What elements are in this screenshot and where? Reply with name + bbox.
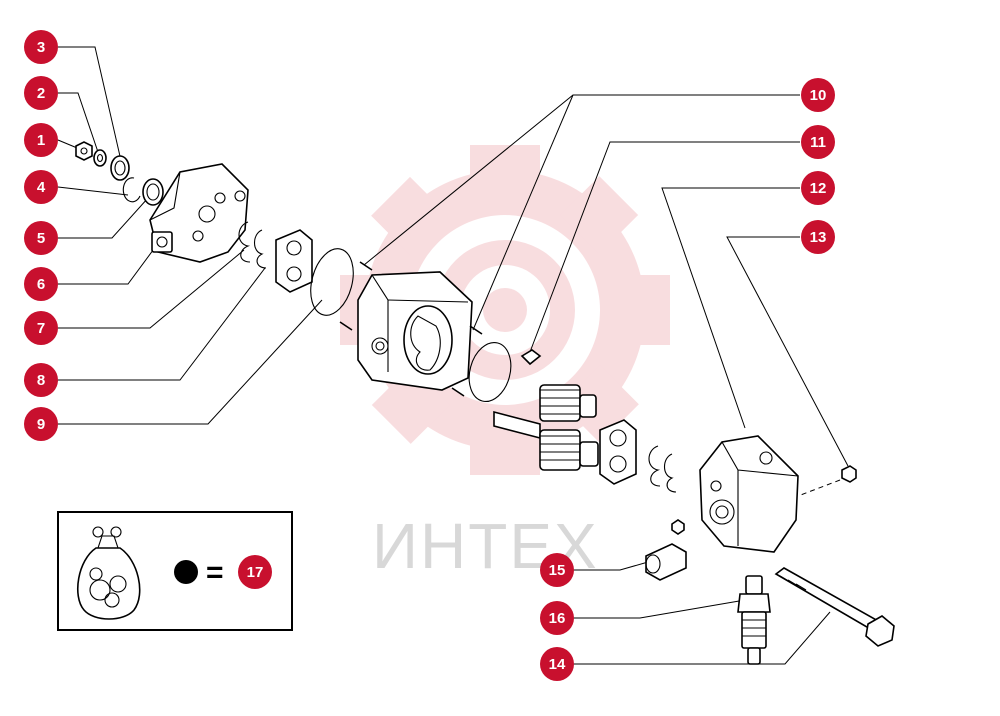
part-plug-screw [797,465,857,497]
callout-number: 4 [37,179,46,196]
part-seal-ring-rear [648,445,677,493]
part-valve-fitting [737,575,771,665]
callout-badges: 3 2 1 4 5 6 7 8 [24,30,835,681]
callout-badge-14: 14 [540,647,574,681]
part-shaft-seal [142,178,164,206]
part-cap-plug [645,543,687,581]
callout-number: 7 [37,320,45,337]
part-nut [75,141,93,161]
part-small-screw [671,519,685,535]
dot-icon [174,560,198,584]
callout-badge-6: 6 [24,267,58,301]
part-o-ring-front [310,248,354,316]
part-pump-body [357,271,473,391]
callout-badge-15: 15 [540,553,574,587]
callout-badge-10: 10 [801,78,835,112]
callout-badge-17: 17 [238,555,272,589]
callout-badge-12: 12 [801,171,835,205]
callout-number: 8 [37,372,45,389]
part-snap-ring [122,177,141,203]
callout-badge-7: 7 [24,311,58,345]
seal-kit-bag-icon [76,526,141,620]
part-bolt [774,567,895,647]
part-seal-ring [238,221,267,269]
part-drive-gear [539,384,597,422]
callout-number: 1 [37,132,45,149]
callout-number: 2 [37,85,45,102]
callout-badge-16: 16 [540,601,574,635]
callout-badge-3: 3 [24,30,58,64]
callout-number: 11 [810,134,826,151]
part-o-ring-rear [468,342,512,402]
callout-badge-8: 8 [24,363,58,397]
callout-number: 9 [37,416,45,433]
callout-number: 14 [549,656,566,673]
part-bearing-ring [110,155,130,181]
callout-number: 3 [37,39,45,56]
callout-badge-1: 1 [24,123,58,157]
part-rear-cover [699,435,799,553]
callout-badge-9: 9 [24,407,58,441]
callout-number: 12 [810,180,827,197]
part-front-cover [149,163,249,263]
callout-badge-13: 13 [801,220,835,254]
callout-number: 6 [37,276,45,293]
callout-number: 10 [810,87,827,104]
callout-number: 5 [37,230,45,247]
leader-lines [57,46,849,665]
part-driven-gear-shaft [493,410,599,471]
callout-badge-4: 4 [24,170,58,204]
part-bushing-block-rear [599,419,637,485]
callout-badge-2: 2 [24,76,58,110]
part-key [520,349,542,366]
callout-badge-11: 11 [801,125,835,159]
callout-number: 16 [549,610,566,627]
callout-number: 17 [247,564,264,581]
part-dowel-pins [339,261,483,397]
callout-number: 15 [549,562,566,579]
part-washer [93,149,107,167]
part-bushing-block-front [275,229,313,293]
callout-badge-5: 5 [24,221,58,255]
callout-number: 13 [810,229,827,246]
legend-equals: = [206,556,224,589]
